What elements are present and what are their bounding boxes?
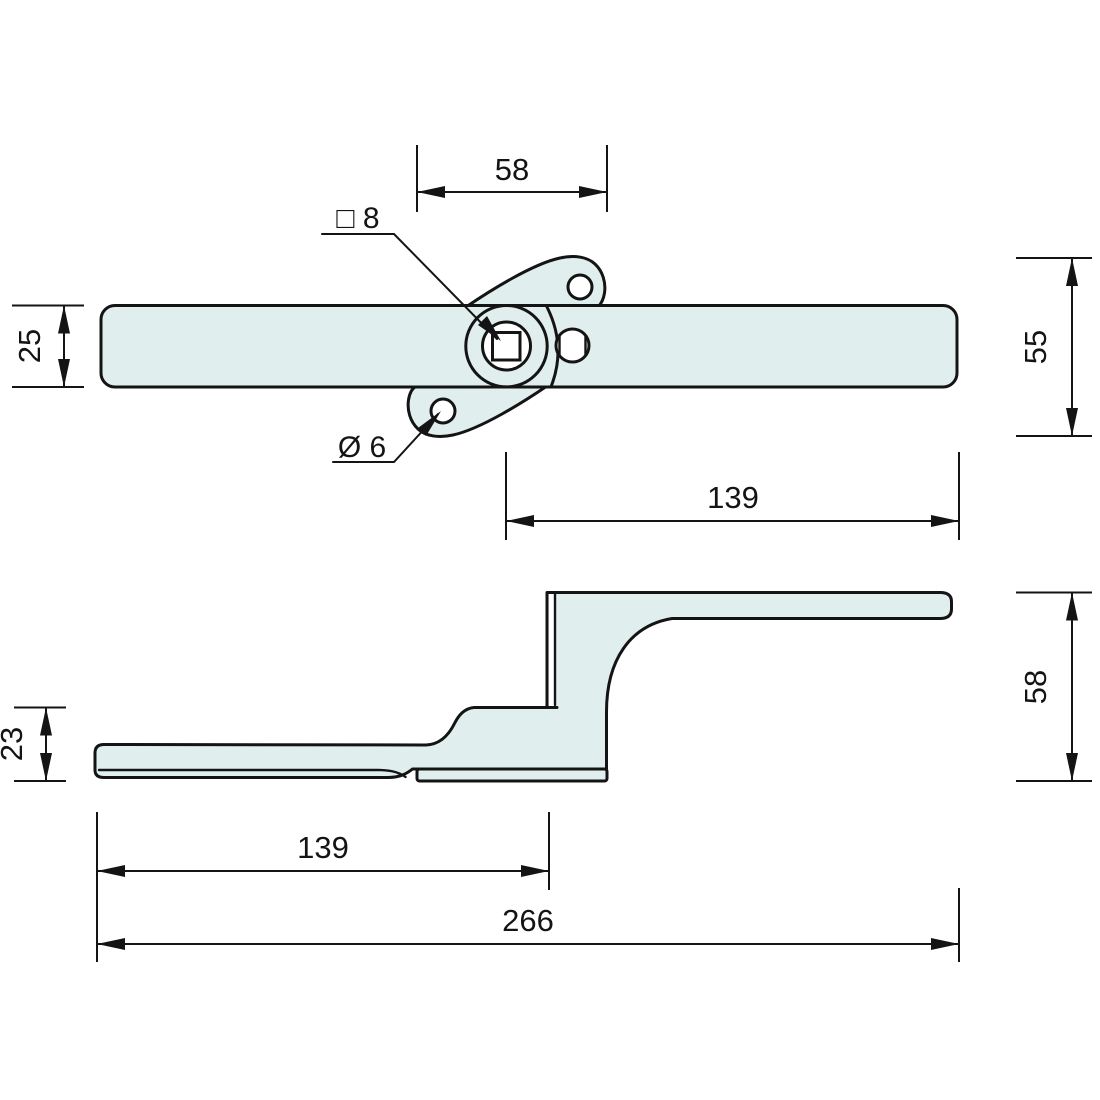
callout-square-spindle: □ 8 (321, 202, 501, 341)
base-plate-strip (415, 767, 609, 783)
dimension-lever-length-139: 139 (505, 452, 960, 540)
callout-text-screw-hole: Ø 6 (338, 431, 386, 464)
dimension-overall-height-58: 58 (1016, 591, 1092, 782)
top-view (99, 255, 959, 438)
handle-profile (93, 591, 953, 779)
callout-screw-hole: Ø 6 (332, 411, 441, 464)
grip-underside-line (97, 768, 407, 779)
top-lobe-screw-hole (566, 273, 594, 301)
dim-text-overall-length: 266 (502, 903, 554, 938)
dim-text-overall-height: 58 (1018, 670, 1053, 704)
dimension-plate-span-58: 58 (416, 145, 608, 212)
flat-sided-hole-flats (558, 334, 587, 358)
callout-text-square-spindle: □ 8 (336, 202, 379, 235)
dim-text-lever-width: 25 (12, 329, 47, 363)
dim-text-lever-length: 139 (707, 480, 759, 515)
dim-text-grip-thickness: 23 (0, 727, 29, 761)
dim-text-plate-span: 58 (495, 152, 529, 187)
dimension-overall-length-266: 266 (97, 888, 960, 962)
neck-slot-gap (549, 594, 556, 706)
side-view (93, 591, 953, 783)
dimension-grip-thickness-23: 23 (0, 706, 66, 782)
dim-text-grip-length: 139 (297, 830, 349, 865)
dimension-lever-width-25: 25 (12, 304, 84, 388)
dimension-grip-length-139: 139 (96, 812, 550, 962)
flat-sided-hole (554, 327, 591, 364)
dimension-plate-height-55: 55 (1016, 257, 1092, 437)
dim-text-plate-height: 55 (1018, 330, 1053, 364)
